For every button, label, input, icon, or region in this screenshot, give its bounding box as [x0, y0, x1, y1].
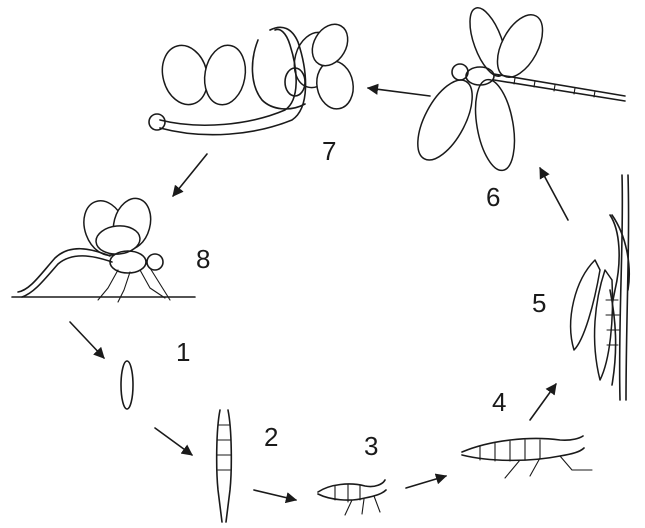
stage-8-abdomen [22, 256, 112, 297]
stage-8-leg [140, 270, 165, 298]
stage-7-wing [200, 42, 250, 108]
stage-6-wing [469, 77, 520, 174]
stage-7-head [149, 114, 165, 130]
plant-stem [620, 175, 623, 400]
stage-3-body [318, 490, 386, 500]
stage-5-number: 5 [532, 288, 546, 318]
stage-8-number: 8 [196, 244, 210, 274]
stage-6-abdomen [494, 74, 625, 96]
stage-4-number: 4 [492, 387, 506, 417]
stage-6-wing [407, 72, 484, 168]
stage-8-head [147, 254, 163, 270]
stage-numbers: 1 2 3 4 5 6 7 8 [176, 136, 546, 461]
egg-shape [121, 361, 133, 409]
stage-2-number: 2 [264, 422, 278, 452]
stage-6-adult [407, 3, 625, 173]
stage-2-body [226, 410, 231, 522]
stage-4-nymph [462, 436, 592, 478]
stage-5-emerging-adult [571, 175, 630, 400]
arrow-1-to-2 [155, 428, 192, 455]
stage-8-egg-laying-adult [12, 194, 195, 302]
arrow-8-to-1 [70, 322, 104, 358]
stage-8-thorax [110, 251, 146, 273]
stage-3-number: 3 [364, 431, 378, 461]
stage-8-abdomen [18, 249, 110, 292]
stage-2-segments [217, 425, 231, 470]
stage-1-number: 1 [176, 337, 190, 367]
stage-6-number: 6 [486, 182, 500, 212]
arrow-3-to-4 [406, 476, 446, 488]
arrow-7-to-8 [173, 154, 207, 196]
stage-3-young-nymph [318, 480, 386, 515]
arrow-6-to-7 [368, 88, 430, 96]
stage-7-number: 7 [322, 136, 336, 166]
stage-8-leg [98, 270, 118, 300]
stage-3-body [318, 480, 385, 492]
stage-7-mating-pair [149, 18, 357, 135]
stage-6-thorax [466, 67, 494, 85]
stage-2-hatching [217, 410, 232, 522]
arrow-2-to-3 [254, 490, 296, 500]
stage-4-legs [505, 456, 592, 478]
arrow-4-to-5 [530, 384, 556, 420]
stage-1-egg [121, 361, 133, 409]
arrow-5-to-6 [540, 168, 568, 220]
stage-2-body [217, 410, 222, 522]
